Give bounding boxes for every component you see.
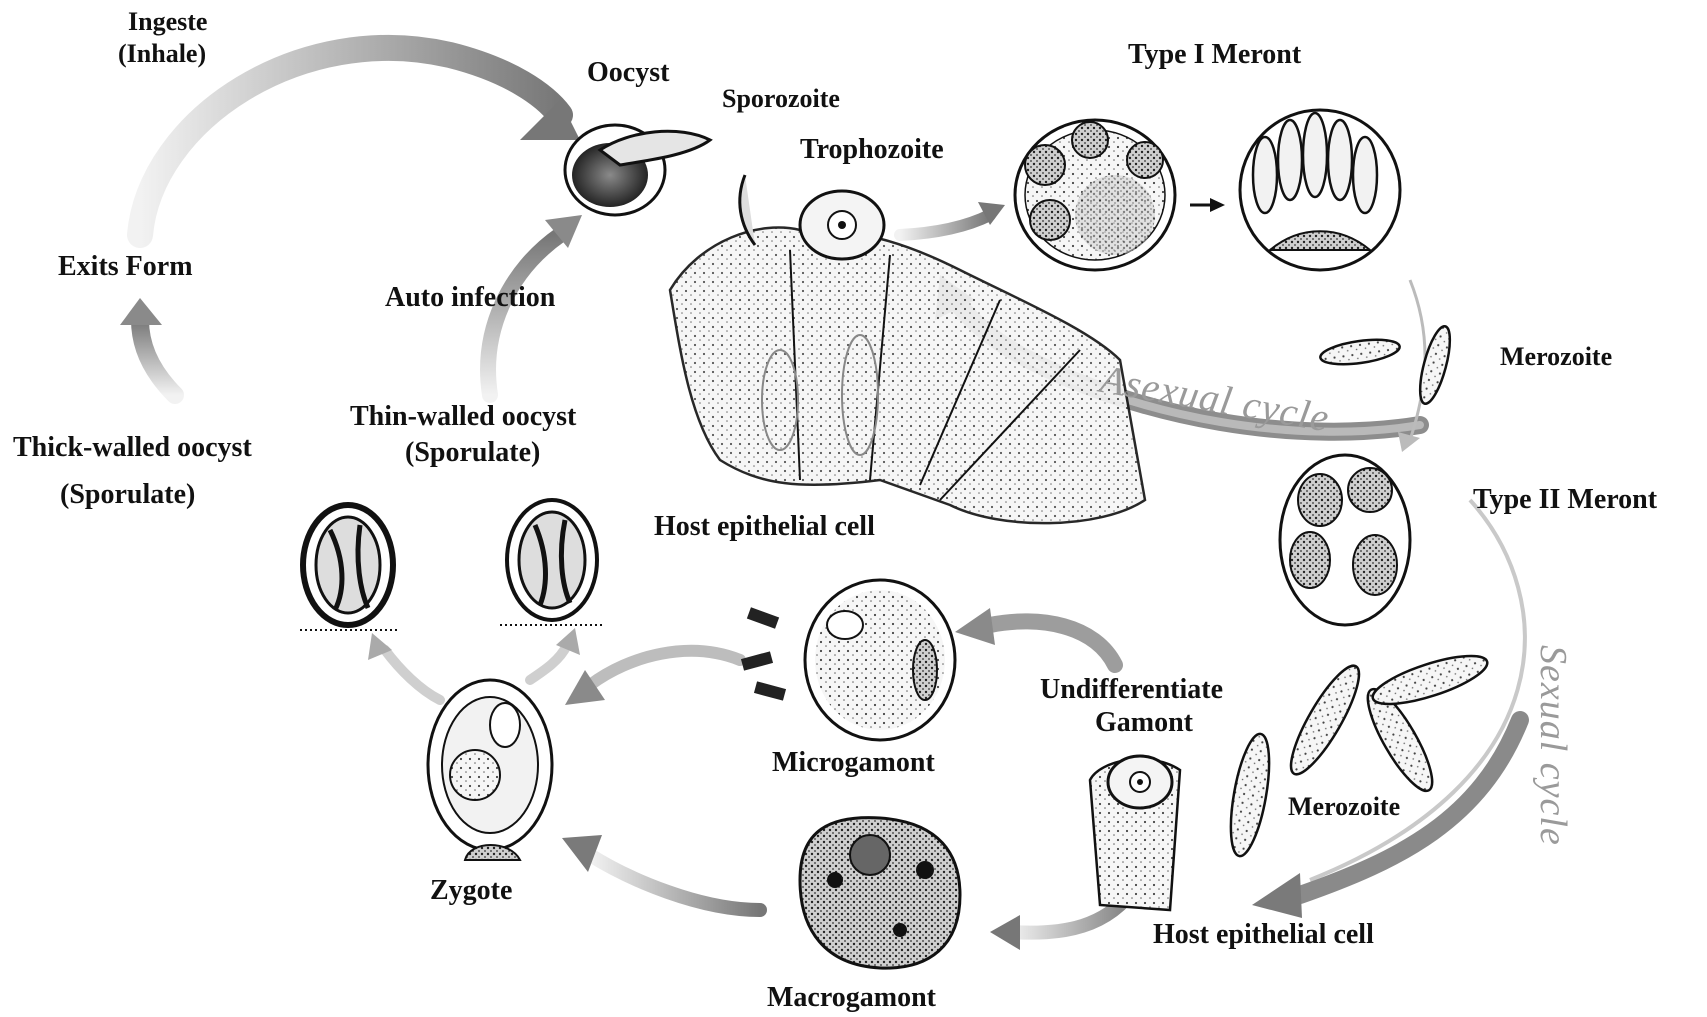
host-epithelial-cell-top-label: Host epithelial cell bbox=[654, 512, 875, 541]
thin-walled-oocyst-label: Thin-walled oocyst bbox=[350, 402, 576, 431]
trophozoite-drawing bbox=[800, 191, 884, 259]
sexual-cycle-label: Sexual cycle bbox=[1531, 645, 1575, 846]
microgamont-label: Microgamont bbox=[772, 748, 935, 777]
microgamont-drawing bbox=[741, 580, 955, 740]
macro-to-zygote-arrow bbox=[562, 835, 760, 910]
to-microgamont-arrow bbox=[955, 608, 1115, 665]
type1-meront-label: Type I Meront bbox=[1128, 40, 1301, 69]
meront-maturation-arrow bbox=[1190, 198, 1225, 212]
zygote-label: Zygote bbox=[430, 876, 512, 905]
type2-meront-drawing bbox=[1280, 455, 1410, 625]
macrogamont-drawing bbox=[800, 818, 960, 968]
ingeste-label: Ingeste bbox=[128, 8, 207, 35]
auto-infection-label: Auto infection bbox=[385, 283, 555, 312]
oocyst-drawing bbox=[565, 125, 710, 215]
trophozoite-label: Trophozoite bbox=[800, 135, 944, 164]
micro-to-zygote-arrow bbox=[565, 651, 740, 705]
host-epithelial-cell-bottom-label: Host epithelial cell bbox=[1153, 920, 1374, 949]
inhale-label: (Inhale) bbox=[118, 40, 206, 67]
sporozoite-label: Sporozoite bbox=[722, 85, 840, 112]
exits-form-label: Exits Form bbox=[58, 252, 193, 281]
merozoite-top-drawing bbox=[1319, 324, 1456, 407]
oocyst-label: Oocyst bbox=[587, 58, 669, 87]
thick-walled-oocyst-label: Thick-walled oocyst bbox=[13, 433, 252, 462]
undifferentiated-gamont-drawing bbox=[1090, 756, 1180, 910]
thick-walled-sporulate-label: (Sporulate) bbox=[60, 480, 195, 509]
type1-meront-drawing bbox=[1015, 110, 1400, 270]
ingest-arrow bbox=[140, 48, 580, 235]
gamont-label: Gamont bbox=[1095, 708, 1193, 737]
undifferentiate-label: Undifferentiate bbox=[1040, 675, 1223, 704]
merozoite-bottom-label: Merozoite bbox=[1288, 793, 1400, 820]
exits-arrow bbox=[120, 298, 175, 395]
macrogamont-label: Macrogamont bbox=[767, 983, 936, 1012]
thin-walled-sporulate-label: (Sporulate) bbox=[405, 438, 540, 467]
thick-walled-oocyst-drawing bbox=[300, 505, 400, 630]
troph-to-meront-arrow bbox=[900, 202, 1005, 235]
zygote-drawing bbox=[428, 680, 552, 860]
merozoite-top-label: Merozoite bbox=[1500, 343, 1612, 370]
thin-walled-oocyst-drawing bbox=[500, 500, 605, 625]
type2-meront-label: Type II Meront bbox=[1473, 485, 1657, 514]
